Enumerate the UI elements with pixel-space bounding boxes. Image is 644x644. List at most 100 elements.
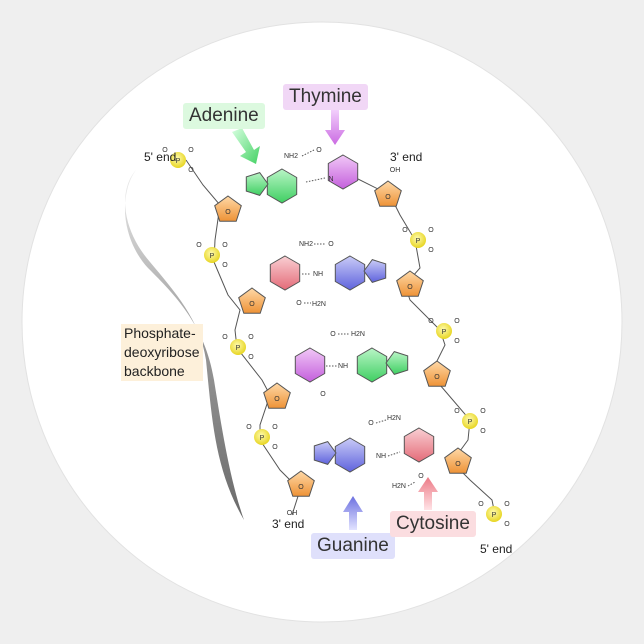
sugar-right-2 <box>396 270 424 297</box>
phosphate-6-o1: O <box>428 318 434 325</box>
backbone-label-line3: backbone <box>124 363 185 379</box>
phosphate-5-p: P <box>416 238 421 245</box>
guanine-arrow <box>343 496 363 530</box>
adenine-arrow <box>232 128 260 164</box>
hbond-1b <box>305 177 326 183</box>
gc-h2n: H2N <box>387 415 401 422</box>
adenine-base-2 <box>356 347 388 383</box>
ta-nh: NH <box>338 363 348 370</box>
phosphate-7-o3: O <box>480 428 486 435</box>
phosphate-4-o3: O <box>272 444 278 451</box>
sugar-right-1-oxygen: O <box>385 194 391 201</box>
sugar-left-4 <box>287 470 315 497</box>
phosphate-7-o2: O <box>480 408 486 415</box>
gc-h2n2: H2N <box>392 483 406 490</box>
backbone-label-line1: Phosphate- <box>124 325 196 341</box>
phosphate-1-o1: O <box>162 147 168 154</box>
phosphate-8-o3: O <box>504 521 510 528</box>
phosphate-2 <box>204 247 220 263</box>
cytosine-base-1 <box>269 255 301 291</box>
cytosine-arrow <box>418 477 438 510</box>
left-backbone-strand <box>185 159 301 516</box>
cg1-nh2: NH2 <box>299 241 313 248</box>
phosphate-5 <box>410 232 426 248</box>
hbond-1a <box>301 149 315 157</box>
phosphate-2-o2: O <box>222 242 228 249</box>
phosphate-7-o1: O <box>454 408 460 415</box>
sugar-left-4-oxygen: O <box>298 484 304 491</box>
cg1-h2n: H2N <box>312 301 326 308</box>
hbond-4c <box>407 481 416 487</box>
thymine-label: Thymine <box>283 84 368 110</box>
phosphate-6-o3: O <box>454 338 460 345</box>
oh-bottom: OH <box>287 510 298 517</box>
adenine-base-1 <box>266 168 298 204</box>
guanine-base-2 <box>334 437 366 473</box>
guanine-base-1-imidazole <box>363 259 387 283</box>
three-prime-end-bottom: 3' end <box>272 517 305 531</box>
sticker-background <box>21 21 623 623</box>
phosphate-2-o1: O <box>196 242 202 249</box>
phosphate-5-o2: O <box>428 227 434 234</box>
sugar-right-3 <box>423 360 451 387</box>
backbone-label: Phosphate- deoxyribose backbone <box>121 324 203 381</box>
phosphate-6 <box>436 323 452 339</box>
sugar-left-1-oxygen: O <box>225 209 231 216</box>
cg1-nh: NH <box>313 271 323 278</box>
oh-top: OH <box>390 167 401 174</box>
phosphate-8-o1: O <box>478 501 484 508</box>
sugar-right-4 <box>444 447 472 474</box>
guanine-base-1 <box>334 255 366 291</box>
phosphate-4-p: P <box>260 435 265 442</box>
phosphate-6-p: P <box>442 329 447 336</box>
sugar-left-3 <box>263 382 291 409</box>
cg1-o2: O <box>296 300 302 307</box>
adenine-base-1-imidazole <box>245 172 269 196</box>
a1-n: N <box>328 176 333 183</box>
phosphate-4-o2: O <box>272 424 278 431</box>
thymine-arrow <box>325 106 345 145</box>
thymine-base-1 <box>327 154 359 190</box>
sugar-left-1 <box>214 195 242 222</box>
phosphate-2-o3: O <box>222 262 228 269</box>
guanine-label: Guanine <box>311 533 395 559</box>
five-prime-end-bottom: 5' end <box>480 542 513 556</box>
phosphate-7-p: P <box>468 419 473 426</box>
sugar-right-2-oxygen: O <box>407 284 413 291</box>
phosphate-4 <box>254 429 270 445</box>
phosphate-5-o3: O <box>428 247 434 254</box>
phosphate-3 <box>230 339 246 355</box>
phosphate-2-p: P <box>210 253 215 260</box>
a1-o: O <box>316 147 322 154</box>
cytosine-base-2 <box>403 427 435 463</box>
phosphate-7 <box>462 413 478 429</box>
adenine-label: Adenine <box>183 103 265 129</box>
sugar-left-2 <box>238 287 266 314</box>
gc-nh: NH <box>376 453 386 460</box>
sugar-left-2-oxygen: O <box>249 301 255 308</box>
phosphate-3-o3: O <box>248 354 254 361</box>
gc-o2: O <box>418 473 424 480</box>
phosphate-8-p: P <box>492 512 497 519</box>
five-prime-end-top: 5' end <box>144 150 177 164</box>
cytosine-label: Cytosine <box>390 511 476 537</box>
guanine-base-2-imidazole <box>313 441 337 465</box>
phosphate-1 <box>170 152 186 168</box>
phosphate-3-o2: O <box>248 334 254 341</box>
phosphate-8 <box>486 506 502 522</box>
cg1-o: O <box>328 241 334 248</box>
a1-nh2: NH2 <box>284 153 298 160</box>
phosphate-8-o2: O <box>504 501 510 508</box>
phosphate-5-o1: O <box>402 227 408 234</box>
phosphate-4-o1: O <box>246 424 252 431</box>
hbond-4b <box>387 451 401 457</box>
three-prime-end-top: 3' end <box>390 150 423 164</box>
gc-o: O <box>368 420 374 427</box>
phosphate-1-o3: O <box>188 167 194 174</box>
sugar-right-3-oxygen: O <box>434 374 440 381</box>
adenine-base-2-imidazole <box>385 351 409 375</box>
phosphate-1-o2: O <box>188 147 194 154</box>
backbone-label-line2: deoxyribose <box>124 344 200 360</box>
backbone-brace <box>124 170 244 520</box>
